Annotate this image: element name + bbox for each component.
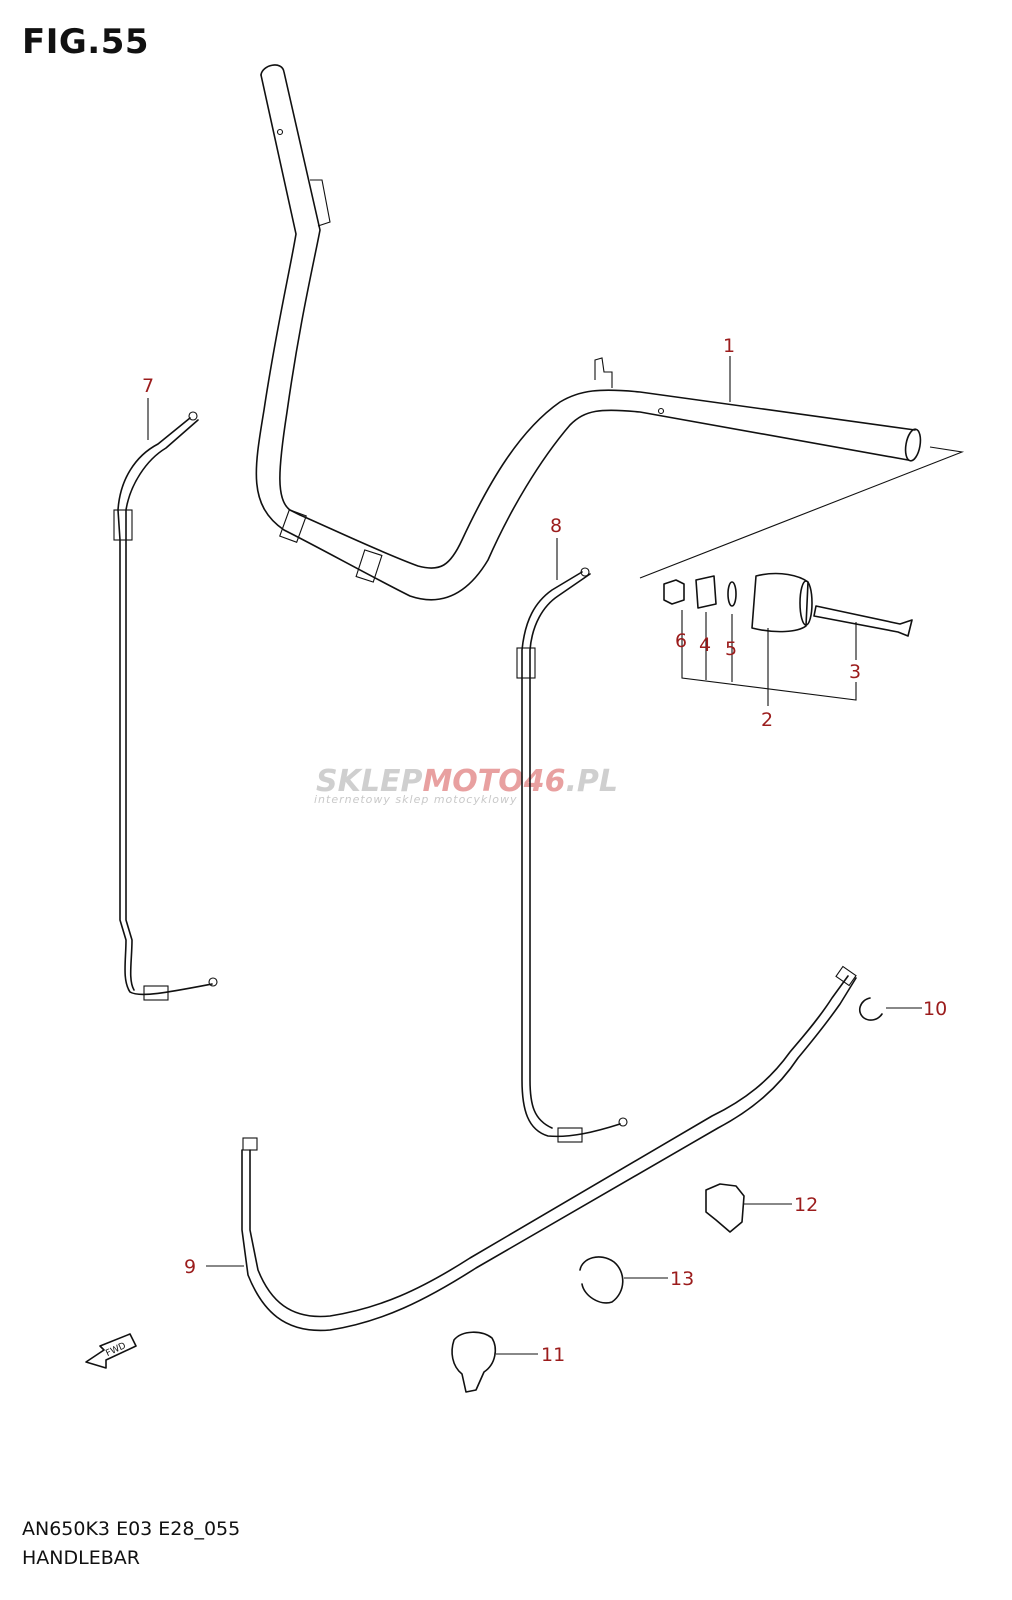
watermark: SKLEPMOTO46.PL internetowy sklep motocyk… — [314, 764, 618, 806]
handlebar — [255, 64, 922, 601]
model-code: AN650K3 E03 E28_055 — [22, 1518, 241, 1540]
clutch-cable-9 — [241, 965, 857, 1332]
callout-4: 4 — [699, 634, 711, 656]
clamp-12 — [705, 1183, 745, 1233]
callout-13: 13 — [670, 1268, 694, 1290]
callout-5: 5 — [725, 638, 737, 660]
throttle-cable-7 — [113, 411, 218, 1001]
callout-3: 3 — [849, 661, 861, 683]
callout-10: 10 — [923, 998, 947, 1020]
callout-11: 11 — [541, 1344, 565, 1366]
callout-6: 6 — [675, 630, 687, 652]
callout-labels: 1 2 3 4 5 6 7 8 9 10 11 12 13 — [142, 335, 947, 1366]
svg-text:SKLEPMOTO46.PL: SKLEPMOTO46.PL — [316, 764, 618, 799]
callout-2: 2 — [761, 709, 773, 731]
callout-7: 7 — [142, 375, 154, 397]
callout-1: 1 — [723, 335, 735, 357]
clamp-13 — [579, 1256, 624, 1304]
fwd-label: FWD — [104, 1341, 127, 1359]
watermark-brand-3: 46 — [523, 764, 566, 799]
watermark-tagline: internetowy sklep motocyklowy — [314, 793, 518, 806]
holder-11 — [451, 1331, 497, 1393]
end-weight-assembly — [663, 572, 913, 637]
callout-12: 12 — [794, 1194, 818, 1216]
callout-lines — [147, 356, 922, 1355]
watermark-brand-2: MOTO — [422, 764, 523, 799]
fwd-arrow: FWD — [85, 1333, 137, 1369]
callout-8: 8 — [550, 515, 562, 537]
throttle-cable-8 — [516, 567, 628, 1143]
watermark-brand-1: SKLEP — [316, 764, 422, 799]
callout-9: 9 — [184, 1256, 196, 1278]
clip-10 — [858, 997, 883, 1021]
figure-title: FIG.55 — [22, 22, 150, 62]
watermark-brand-4: .PL — [566, 764, 619, 799]
section-name: HANDLEBAR — [22, 1547, 140, 1569]
